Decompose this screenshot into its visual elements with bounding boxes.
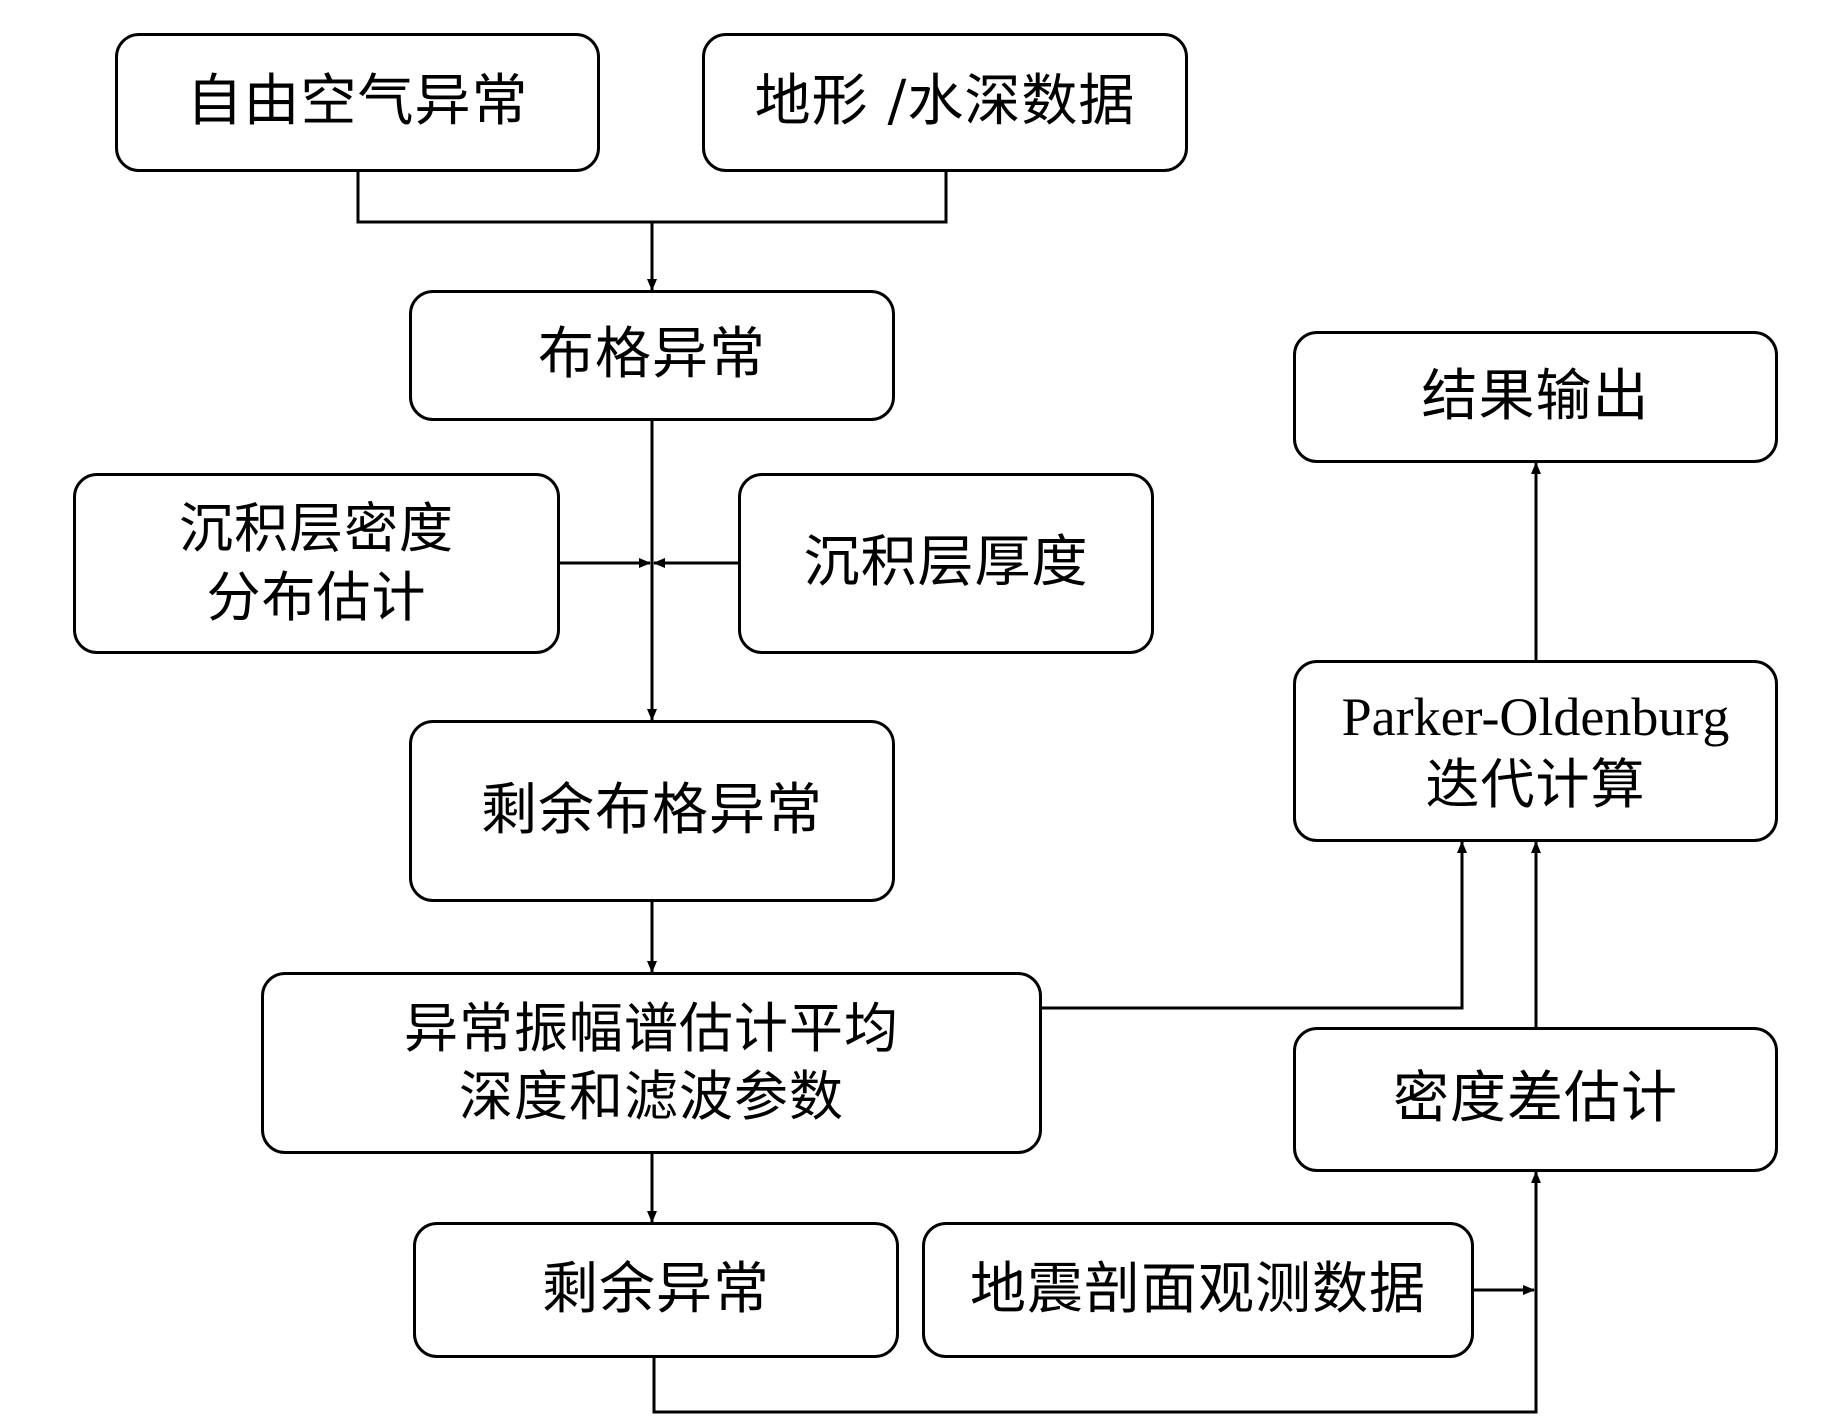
connector-spectrum-to-parker	[1042, 841, 1467, 1010]
node-bouguer-anomaly-label: 布格异常	[538, 322, 766, 388]
node-parker-oldenburg-line1: Parker-Oldenburg	[1341, 686, 1730, 747]
node-topography-bathymetry: 地形 /水深数据	[702, 33, 1188, 172]
node-sediment-thickness-label: 沉积层厚度	[803, 530, 1089, 596]
node-spectrum-estimation: 异常振幅谱估计平均 深度和滤波参数	[261, 972, 1042, 1154]
node-sediment-density: 沉积层密度 分布估计	[73, 473, 560, 654]
node-seismic-profile-data-label: 地震剖面观测数据	[970, 1256, 1426, 1322]
connector-free-air-topography-merge	[356, 172, 948, 224]
node-residual-anomaly: 剩余异常	[413, 1222, 899, 1358]
node-residual-bouguer-anomaly: 剩余布格异常	[409, 720, 895, 902]
node-residual-bouguer-anomaly-label: 剩余布格异常	[481, 777, 823, 843]
node-topography-bathymetry-label: 地形 /水深数据	[754, 69, 1136, 135]
node-parker-oldenburg-line2: 迭代计算	[1425, 753, 1646, 816]
node-sediment-thickness: 沉积层厚度	[738, 473, 1154, 654]
node-result-output: 结果输出	[1293, 331, 1778, 463]
node-sediment-density-line1: 沉积层密度	[179, 497, 454, 561]
node-spectrum-estimation-line1: 异常振幅谱估计平均	[404, 996, 899, 1060]
node-density-contrast-estimation: 密度差估计	[1293, 1027, 1778, 1172]
node-parker-oldenburg: Parker-Oldenburg 迭代计算	[1293, 660, 1778, 842]
node-free-air-anomaly-label: 自由空气异常	[186, 69, 529, 135]
connector-residual-anomaly-to-density	[652, 1171, 1541, 1414]
node-bouguer-anomaly: 布格异常	[409, 290, 895, 421]
node-density-contrast-estimation-label: 密度差估计	[1393, 1066, 1678, 1132]
node-spectrum-estimation-line2: 深度和滤波参数	[459, 1065, 844, 1128]
node-seismic-profile-data: 地震剖面观测数据	[922, 1222, 1474, 1358]
node-free-air-anomaly: 自由空气异常	[115, 33, 600, 172]
node-residual-anomaly-label: 剩余异常	[542, 1256, 770, 1322]
node-sediment-density-line2: 分布估计	[206, 565, 427, 629]
node-result-output-label: 结果输出	[1421, 363, 1650, 429]
